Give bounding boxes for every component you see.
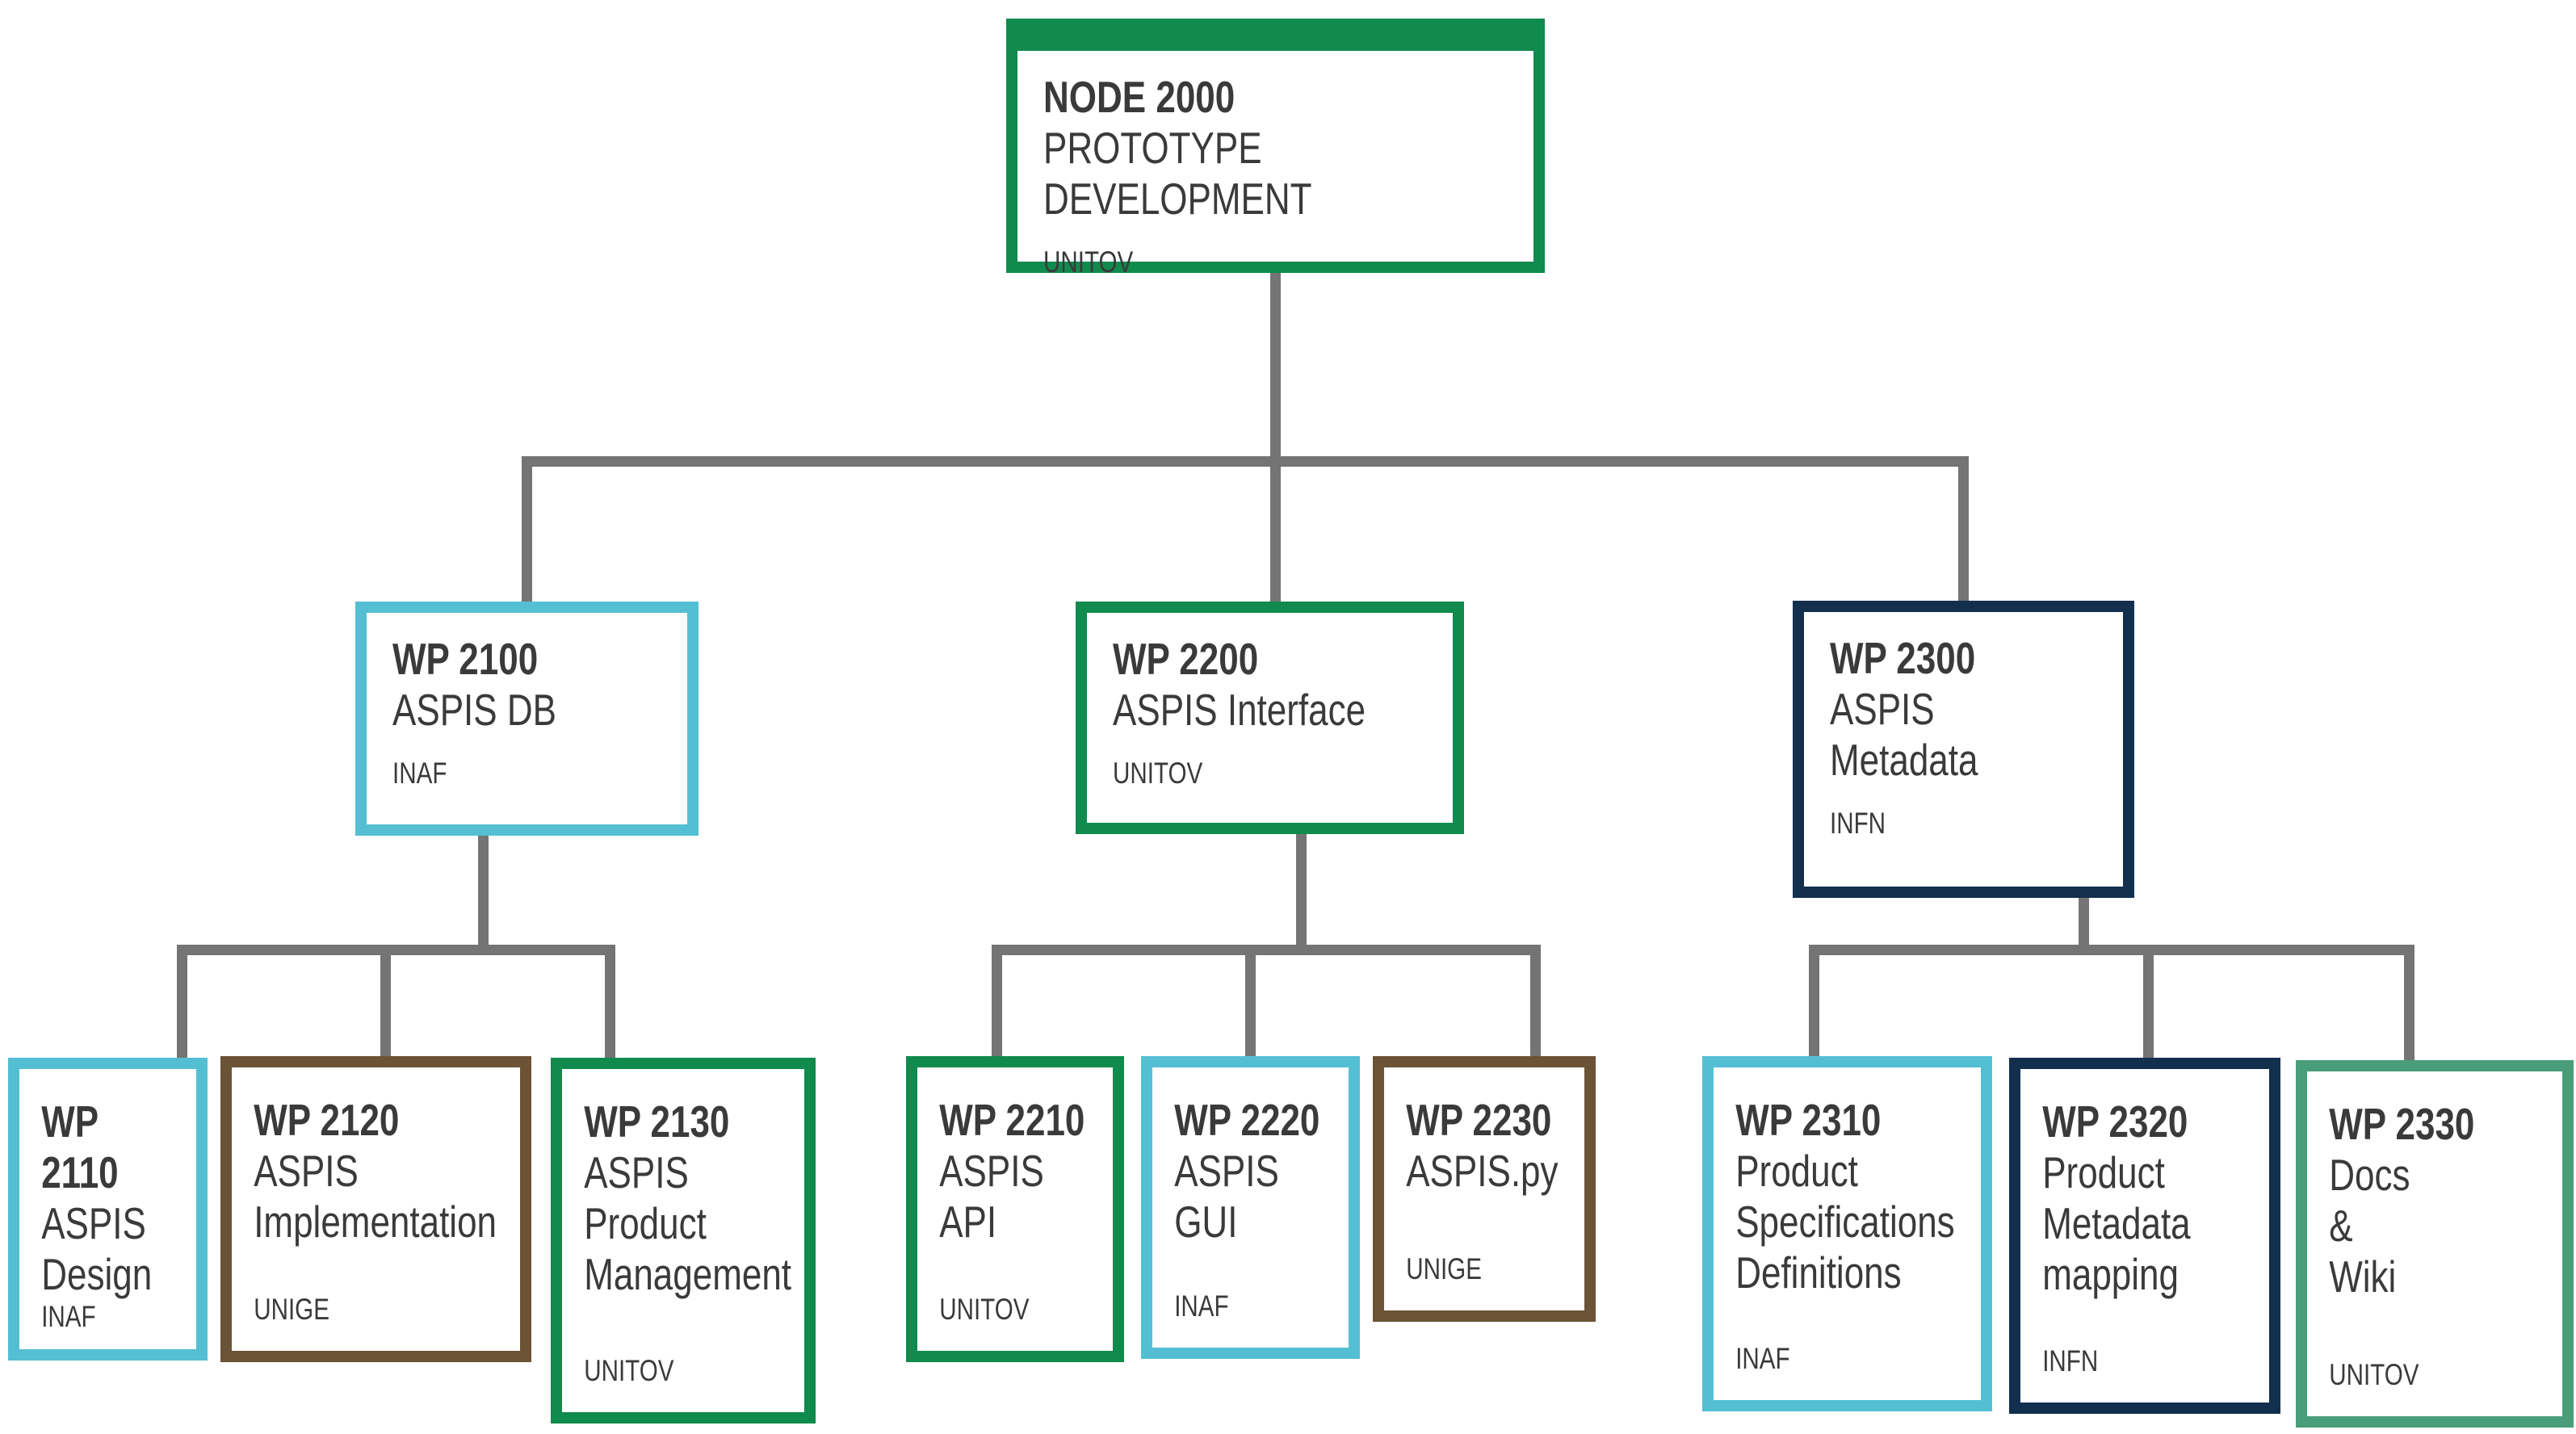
node-wp-2110-content: WP 2110 ASPIS Design INAF: [19, 1069, 196, 1349]
connector-wp2100-feed: [478, 836, 489, 954]
node-id: WP 2200: [1113, 634, 1259, 684]
node-id: WP 2120: [254, 1095, 400, 1145]
node-org: UNITOV: [1113, 757, 1203, 790]
node-wp-2300: WP 2300 ASPIS Metadata INFN: [1793, 601, 2134, 898]
node-wp-2320-content: WP 2320 Product Metadata mapping INFN: [2020, 1069, 2269, 1403]
node-title: ASPIS Design: [41, 1198, 153, 1299]
node-wp-2220: WP 2220 ASPIS GUI INAF: [1141, 1056, 1360, 1359]
connector-wp2330-drop: [2404, 945, 2414, 1060]
node-org: UNITOV: [2329, 1358, 2419, 1391]
node-text-block: WP 2330 Docs & Wiki: [2329, 1099, 2549, 1302]
node-org: INAF: [1174, 1289, 1229, 1323]
node-title: Product Specifications Definitions: [1735, 1146, 1955, 1298]
node-title: ASPIS.py: [1406, 1146, 1559, 1196]
node-title: PROTOTYPE DEVELOPMENT: [1043, 123, 1312, 224]
node-title: ASPIS GUI: [1174, 1146, 1279, 1247]
node-wp-2300-content: WP 2300 ASPIS Metadata INFN: [1804, 612, 2123, 887]
connector-right-rail: [1809, 945, 2414, 955]
node-text-block: WP 2120 ASPIS Implementation: [254, 1095, 507, 1247]
node-id: NODE 2000: [1043, 72, 1236, 122]
connector-wp2120-drop: [380, 945, 391, 1056]
connector-wp2300-feed: [2079, 898, 2089, 954]
connector-wp2220-drop: [1245, 945, 1256, 1056]
connector-wp2200-feed: [1296, 834, 1307, 954]
node-wp-2320: WP 2320 Product Metadata mapping INFN: [2009, 1058, 2280, 1414]
node-text-block: WP 2320 Product Metadata mapping: [2042, 1096, 2256, 1300]
connector-left-rail: [177, 945, 615, 955]
node-wp-2100-content: WP 2100 ASPIS DB INAF: [367, 613, 687, 824]
connector-wp2210-drop: [992, 945, 1002, 1056]
node-id: WP 2330: [2329, 1099, 2475, 1149]
node-wp-2210-content: WP 2210 ASPIS API UNITOV: [917, 1067, 1113, 1351]
node-wp-2100: WP 2100 ASPIS DB INAF: [355, 602, 699, 836]
node-id: WP 2230: [1406, 1095, 1552, 1145]
node-wp-2130-content: WP 2130 ASPIS Product Management UNITOV: [562, 1069, 804, 1412]
node-org: INAF: [41, 1300, 96, 1333]
connector-root-rail: [522, 456, 1969, 467]
node-wp-2230: WP 2230 ASPIS.py UNIGE: [1373, 1056, 1596, 1322]
node-wp-2310-content: WP 2310 Product Specifications Definitio…: [1714, 1067, 1981, 1400]
node-wp-2110: WP 2110 ASPIS Design INAF: [8, 1058, 208, 1361]
connector-wp2310-drop: [1809, 945, 1819, 1056]
node-wp-2200: WP 2200 ASPIS Interface UNITOV: [1076, 602, 1464, 834]
node-wp-2330-content: WP 2330 Docs & Wiki UNITOV: [2307, 1071, 2562, 1416]
node-2000-content: NODE 2000 PROTOTYPE DEVELOPMENT UNITOV: [1017, 51, 1533, 279]
node-id: WP 2310: [1735, 1095, 1882, 1145]
node-text-block: WP 2230 ASPIS.py: [1406, 1095, 1571, 1197]
node-org: UNITOV: [939, 1293, 1030, 1326]
node-wp-2230-content: WP 2230 ASPIS.py UNIGE: [1384, 1067, 1584, 1310]
node-id: WP 2100: [392, 634, 539, 684]
node-org: INFN: [1830, 807, 1886, 840]
connector-wp2130-drop: [605, 945, 615, 1058]
node-text-block: WP 2110 ASPIS Design: [41, 1096, 183, 1300]
node-wp-2330: WP 2330 Docs & Wiki UNITOV: [2296, 1060, 2574, 1428]
node-title: ASPIS API: [939, 1146, 1044, 1247]
node-wp-2210: WP 2210 ASPIS API UNITOV: [906, 1056, 1124, 1362]
node-org: INAF: [392, 757, 447, 790]
node-id: WP 2320: [2042, 1096, 2188, 1147]
node-text-block: WP 2220 ASPIS GUI: [1174, 1095, 1336, 1247]
node-title: ASPIS Implementation: [254, 1146, 497, 1247]
node-id: WP 2110: [41, 1096, 119, 1197]
node-id: WP 2210: [939, 1095, 1085, 1145]
node-id: WP 2300: [1830, 633, 1976, 683]
node-org: INAF: [1735, 1342, 1790, 1375]
connector-wp2110-drop: [177, 945, 187, 1058]
node-org: INFN: [2042, 1344, 2099, 1377]
node-text-block: WP 2130 ASPIS Product Management: [584, 1096, 791, 1300]
node-org: UNITOV: [584, 1354, 674, 1387]
node-text-block: WP 2210 ASPIS API: [939, 1095, 1100, 1247]
connector-wp2300-drop: [1958, 456, 1969, 601]
node-title: ASPIS Metadata: [1830, 684, 1978, 785]
node-wp-2130: WP 2130 ASPIS Product Management UNITOV: [551, 1058, 816, 1424]
connector-wp2320-drop: [2143, 945, 2154, 1058]
node-wp-2310: WP 2310 Product Specifications Definitio…: [1702, 1056, 1992, 1411]
node-wp-2200-content: WP 2200 ASPIS Interface UNITOV: [1087, 613, 1453, 823]
node-org: UNITOV: [1043, 245, 1134, 279]
node-id: WP 2130: [584, 1096, 730, 1147]
connector-root-to-wp2200-drop: [1270, 272, 1281, 602]
node-title: Docs & Wiki: [2329, 1150, 2410, 1302]
node-id: WP 2220: [1174, 1095, 1320, 1145]
connector-wp2100-drop: [522, 456, 532, 602]
node-org: UNIGE: [254, 1293, 329, 1326]
node-wp-2220-content: WP 2220 ASPIS GUI INAF: [1152, 1067, 1349, 1348]
node-title: ASPIS DB: [392, 685, 556, 735]
node-title: ASPIS Product Management: [584, 1147, 792, 1299]
node-org: UNIGE: [1406, 1252, 1482, 1285]
node-2000: NODE 2000 PROTOTYPE DEVELOPMENT UNITOV: [1006, 19, 1545, 279]
connector-middle-rail: [992, 945, 1541, 955]
node-wp-2120-content: WP 2120 ASPIS Implementation UNIGE: [232, 1067, 520, 1351]
connector-wp2230-drop: [1530, 945, 1541, 1056]
node-title: ASPIS Interface: [1113, 685, 1366, 735]
node-title: Product Metadata mapping: [2042, 1147, 2191, 1299]
node-text-block: WP 2310 Product Specifications Definitio…: [1735, 1095, 1968, 1298]
node-wp-2120: WP 2120 ASPIS Implementation UNIGE: [220, 1056, 531, 1362]
